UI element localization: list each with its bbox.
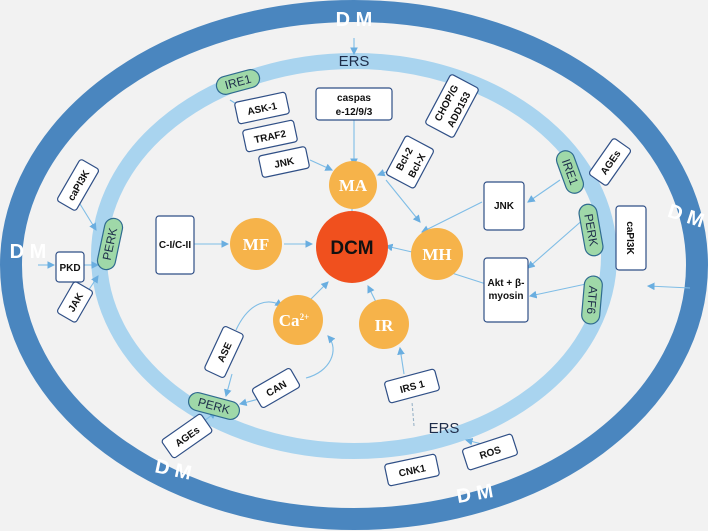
jnk-box-right: JNK (483, 181, 525, 231)
capi3k-box-right: caPI3K (615, 205, 647, 271)
svg-text:e-12/9/3: e-12/9/3 (336, 107, 373, 118)
cicii-box: C-I/C-II (155, 215, 195, 275)
cnk1-box: CNK1 (384, 453, 440, 487)
svg-text:C-I/C-II: C-I/C-II (159, 240, 191, 251)
svg-text:ATF6: ATF6 (584, 285, 600, 315)
svg-text:myosin: myosin (488, 291, 523, 302)
mf-circle (230, 218, 282, 270)
ros-box: ROS (462, 433, 518, 471)
mh-label: MH (422, 245, 451, 264)
jnk-box-top: JNK (258, 146, 310, 178)
ire1-tag-right: IRE1 (555, 150, 585, 194)
ir-label: IR (375, 316, 395, 335)
dcm-center-circle (316, 211, 388, 283)
perk-tag-bottom: PERK (187, 392, 241, 420)
ca-circle (273, 295, 323, 345)
ca-base: Ca (279, 311, 300, 330)
dm-label-left: D M (10, 241, 47, 263)
svg-text:caspas: caspas (337, 93, 371, 104)
arrow-lines (38, 38, 691, 477)
ire1-tag-top: IRE1 (215, 69, 261, 95)
dm-label-top: D M (336, 9, 373, 31)
ma-label: MA (339, 176, 368, 195)
perk-tag-right: PERK (578, 203, 604, 257)
ers-label-top: ERS (339, 53, 370, 70)
svg-text:JNK: JNK (273, 156, 296, 171)
ask1-box: ASK-1 (234, 91, 290, 125)
capi3k-box-left: caPI3K (56, 159, 100, 211)
can-box: CAN (251, 367, 301, 409)
irs1-box: IRS 1 (384, 368, 440, 404)
ca-label: Ca2+ (279, 311, 309, 330)
bcl2-bclx-box: Bcl-2 Bcl-X (386, 135, 434, 189)
svg-text:PERK: PERK (581, 213, 600, 248)
ers-label-bottom: ERS (429, 420, 460, 437)
ages-box-right: AGEs (588, 138, 632, 186)
caspase-box: caspas e-12/9/3 (315, 87, 393, 121)
pkd-box: PKD (55, 251, 85, 283)
ma-circle (329, 161, 377, 209)
dm-label-right: D M (665, 200, 707, 232)
traf2-box: TRAF2 (242, 119, 298, 153)
perk-tag-left: PERK (96, 217, 124, 271)
atf6-tag-right: ATF6 (581, 275, 603, 325)
jak-box: JAK (56, 281, 94, 323)
svg-text:PKD: PKD (59, 263, 80, 274)
mf-label: MF (243, 235, 269, 254)
svg-text:IRE1: IRE1 (223, 72, 253, 93)
ase-box: ASE (204, 325, 244, 379)
svg-text:Akt + β-: Akt + β- (488, 278, 525, 289)
ir-circle (359, 299, 409, 349)
svg-text:caPI3K: caPI3K (624, 221, 635, 255)
mh-circle (411, 228, 463, 280)
dcm-label: DCM (330, 238, 373, 259)
ages-box-bottom: AGEs (161, 413, 213, 459)
ca-superscript: 2+ (300, 312, 310, 322)
svg-text:PERK: PERK (100, 227, 120, 262)
akt-myosin-box: Akt + β- myosin (483, 257, 529, 323)
svg-text:JNK: JNK (494, 201, 515, 212)
